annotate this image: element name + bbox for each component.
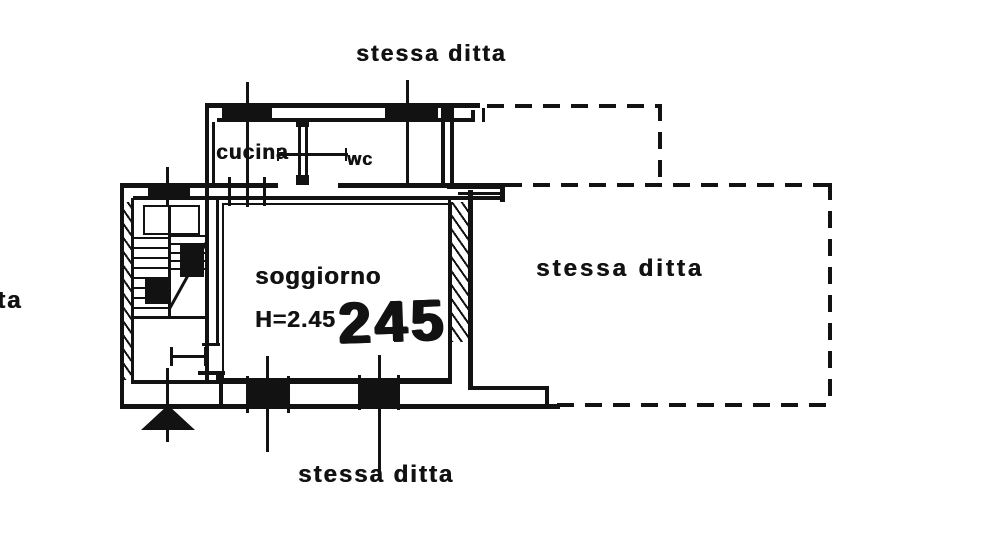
living-right-wall-hatch [451, 202, 468, 342]
left-wall-outer [120, 185, 124, 409]
dash-start-tick [482, 108, 485, 122]
axis-line [378, 355, 381, 473]
wc-right-wall [441, 108, 445, 185]
middle-wall-upper [120, 183, 278, 188]
stub-lower-line [458, 192, 502, 195]
bottom-wall-inner [133, 380, 452, 384]
top-wall-outer [205, 103, 480, 108]
boundary-middle-line [505, 183, 832, 187]
axis-line [166, 167, 169, 205]
entrance-axis-line [166, 368, 169, 442]
axis-line [266, 356, 269, 452]
kitchen-left-wall-inner [212, 122, 215, 183]
living-right-wall-outer [468, 190, 473, 390]
window-end-tick [397, 375, 400, 410]
boundary-label-right: stessa ditta [536, 255, 705, 282]
hall-door-line [170, 355, 207, 358]
kitchen-wc-divider [305, 120, 308, 185]
axis-line [246, 82, 249, 207]
kitchen-wc-divider [298, 120, 301, 185]
living-left-inner [216, 372, 219, 384]
boundary-top-line [487, 104, 662, 108]
wc-wall-corner [441, 108, 454, 121]
room-label-living: soggiorno [255, 263, 382, 290]
room-label-wc: wc [347, 149, 374, 169]
stair-landing [143, 205, 200, 235]
stair-tread [133, 257, 168, 259]
room-label-kitchen: cucina [216, 141, 289, 164]
leader-tick [345, 148, 347, 161]
living-room-inner-outline [222, 203, 452, 380]
bottom-wall-outer [120, 404, 560, 409]
hall-wall [219, 371, 223, 404]
left-wall-hatch [124, 202, 131, 380]
leader-tick [277, 148, 279, 161]
boundary-upper-right-line [658, 104, 662, 187]
stair-stringer [168, 205, 171, 317]
door-tick [228, 177, 231, 206]
living-right-wall-inner [448, 198, 451, 380]
middle-wall-upper [338, 183, 448, 188]
boundary-bottom-line [557, 403, 832, 407]
middle-wall-lower [133, 196, 505, 200]
bottom-step-wall [470, 386, 548, 390]
leader-line [278, 153, 348, 156]
hall-door-tick [204, 347, 207, 366]
stair-tread [133, 247, 168, 249]
stair-bottom-line [133, 316, 205, 319]
boundary-label-bottom: stessa ditta [298, 461, 455, 488]
window-end-tick [246, 376, 249, 413]
middle-wall-stub [447, 183, 505, 189]
boundary-label-top: stessa ditta [356, 40, 507, 66]
window-marker [148, 183, 190, 197]
boundary-label-left-partial: ta [0, 287, 23, 314]
handwritten-height-note: 245 [336, 287, 448, 356]
divider-jamb [296, 175, 309, 185]
ceiling-height-label: H=2.45 [255, 306, 336, 332]
stub-down-tick [500, 186, 505, 202]
stair-tread [133, 307, 168, 309]
window-marker [385, 103, 438, 122]
window-end-tick [358, 375, 361, 410]
hall-door-tick [170, 347, 173, 366]
door-tick [202, 343, 220, 346]
wc-right-wall [450, 108, 454, 185]
stair-tread [133, 237, 168, 239]
divider-jamb [296, 118, 309, 127]
top-right-stub-tick [471, 110, 475, 122]
stair-smudge [145, 277, 168, 304]
axis-line [406, 80, 409, 185]
window-end-tick [287, 376, 290, 413]
door-tick [263, 177, 266, 206]
hall-wall [198, 371, 225, 375]
living-left-inner [216, 200, 219, 345]
boundary-right-line [828, 183, 832, 407]
stair-tread [133, 267, 168, 269]
left-wall-inner [131, 198, 134, 384]
window-marker [248, 384, 290, 405]
bottom-step-riser [545, 386, 549, 406]
top-wall-inner [217, 118, 475, 122]
stair-tread [171, 243, 205, 245]
stair-tread [171, 235, 205, 237]
